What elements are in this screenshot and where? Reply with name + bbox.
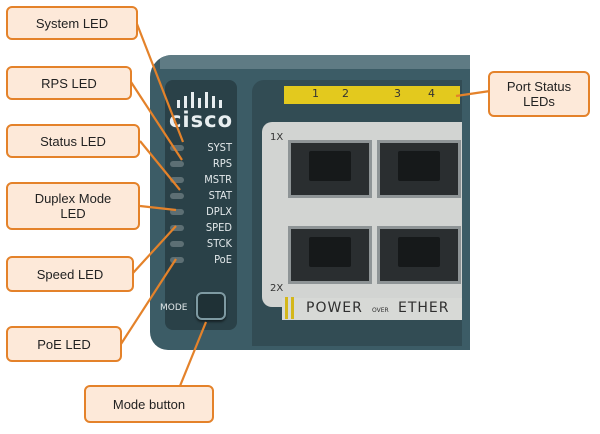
- port-number-2: 2: [342, 87, 349, 100]
- port-row-label-1x: 1X: [270, 132, 284, 143]
- callout-rps-led: RPS LED: [6, 66, 132, 100]
- led-syst-indicator: [170, 145, 184, 151]
- led-sped-indicator: [170, 225, 184, 231]
- ethernet-port: [377, 140, 461, 198]
- port-row-label-2x: 2X: [270, 283, 284, 294]
- yellow-bar: [291, 297, 294, 319]
- cisco-logo-icon: [177, 92, 222, 108]
- led-label-mstr: MSTR: [204, 173, 232, 186]
- leader-rps-led: [130, 81, 183, 161]
- led-label-rps: RPS: [212, 157, 232, 170]
- callout-port-status-leds: Port Status LEDs: [488, 71, 590, 117]
- led-label-stck: STCK: [206, 237, 232, 250]
- port-number-3: 3: [394, 87, 401, 100]
- leader-port-status: [455, 89, 491, 98]
- mode-button[interactable]: [196, 292, 226, 320]
- port-number-4: 4: [428, 87, 435, 100]
- ethernet-port: [377, 226, 461, 284]
- leader-poe-led: [120, 258, 177, 345]
- ethernet-port: [288, 140, 372, 198]
- cisco-logo-text: cisco: [168, 108, 234, 132]
- callout-poe-led: PoE LED: [6, 326, 122, 362]
- yellow-bar: [285, 297, 288, 319]
- port-socket: [398, 237, 440, 267]
- led-poe-indicator: [170, 257, 184, 263]
- port-number-1: 1: [312, 87, 319, 100]
- leader-system-led: [135, 23, 185, 143]
- led-panel: [165, 80, 237, 330]
- callout-speed-led: Speed LED: [6, 256, 134, 292]
- mode-label: MODE: [160, 303, 188, 313]
- ether-text: ETHER: [398, 300, 450, 316]
- leader-duplex-led: [139, 204, 177, 212]
- over-text: OVER: [372, 307, 389, 314]
- power-text: POWER: [306, 300, 363, 316]
- callout-duplex-led: Duplex Mode LED: [6, 182, 140, 230]
- led-label-dplx: DPLX: [206, 205, 232, 218]
- callout-system-led: System LED: [6, 6, 138, 40]
- port-socket: [309, 151, 351, 181]
- callout-mode-button: Mode button: [84, 385, 214, 423]
- port-socket: [398, 151, 440, 181]
- led-label-stat: STAT: [208, 189, 232, 202]
- led-dplx-indicator: [170, 209, 184, 215]
- led-label-syst: SYST: [207, 141, 232, 154]
- port-status-strip: [284, 86, 460, 104]
- power-band: [282, 298, 462, 320]
- port-socket: [309, 237, 351, 267]
- leader-speed-led: [132, 225, 177, 274]
- led-stat-indicator: [170, 193, 184, 199]
- chassis-top-edge: [160, 55, 470, 69]
- led-label-poe: PoE: [214, 253, 232, 266]
- led-label-sped: SPED: [205, 221, 232, 234]
- callout-status-led: Status LED: [6, 124, 140, 158]
- led-stck-indicator: [170, 241, 184, 247]
- leader-mode-button: [178, 321, 208, 387]
- led-mstr-indicator: [170, 177, 184, 183]
- leader-status-led: [139, 140, 181, 191]
- ethernet-port: [288, 226, 372, 284]
- led-rps-indicator: [170, 161, 184, 167]
